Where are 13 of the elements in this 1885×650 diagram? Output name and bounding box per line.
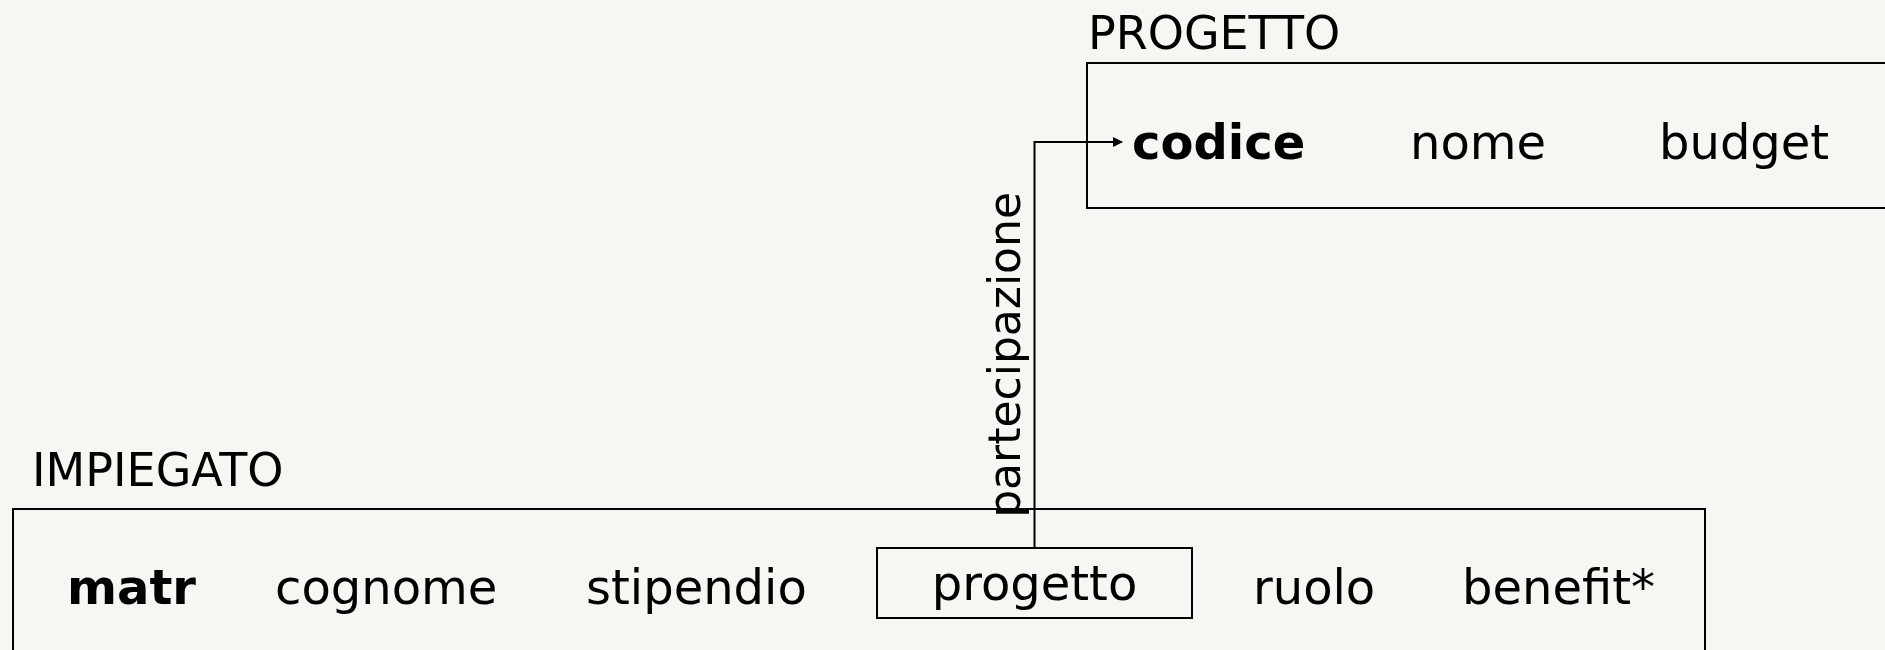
attribute-name: cognome — [275, 557, 498, 617]
attribute-name: ruolo — [1253, 557, 1376, 617]
primary-key-attribute: matr — [67, 557, 197, 617]
arrow — [1033, 137, 1123, 548]
edge-label: partecipazione — [982, 191, 1027, 518]
attribute-name: nome — [1410, 112, 1547, 172]
primary-key-attribute: codice — [1132, 112, 1306, 172]
foreign-key-box: progetto — [876, 547, 1193, 619]
table-title: PROGETTO — [1088, 10, 1341, 56]
attribute-name: benefit* — [1462, 557, 1655, 617]
attribute-name: budget — [1659, 112, 1830, 172]
attribute-name: stipendio — [586, 557, 807, 617]
table-title: IMPIEGATO — [32, 447, 284, 493]
